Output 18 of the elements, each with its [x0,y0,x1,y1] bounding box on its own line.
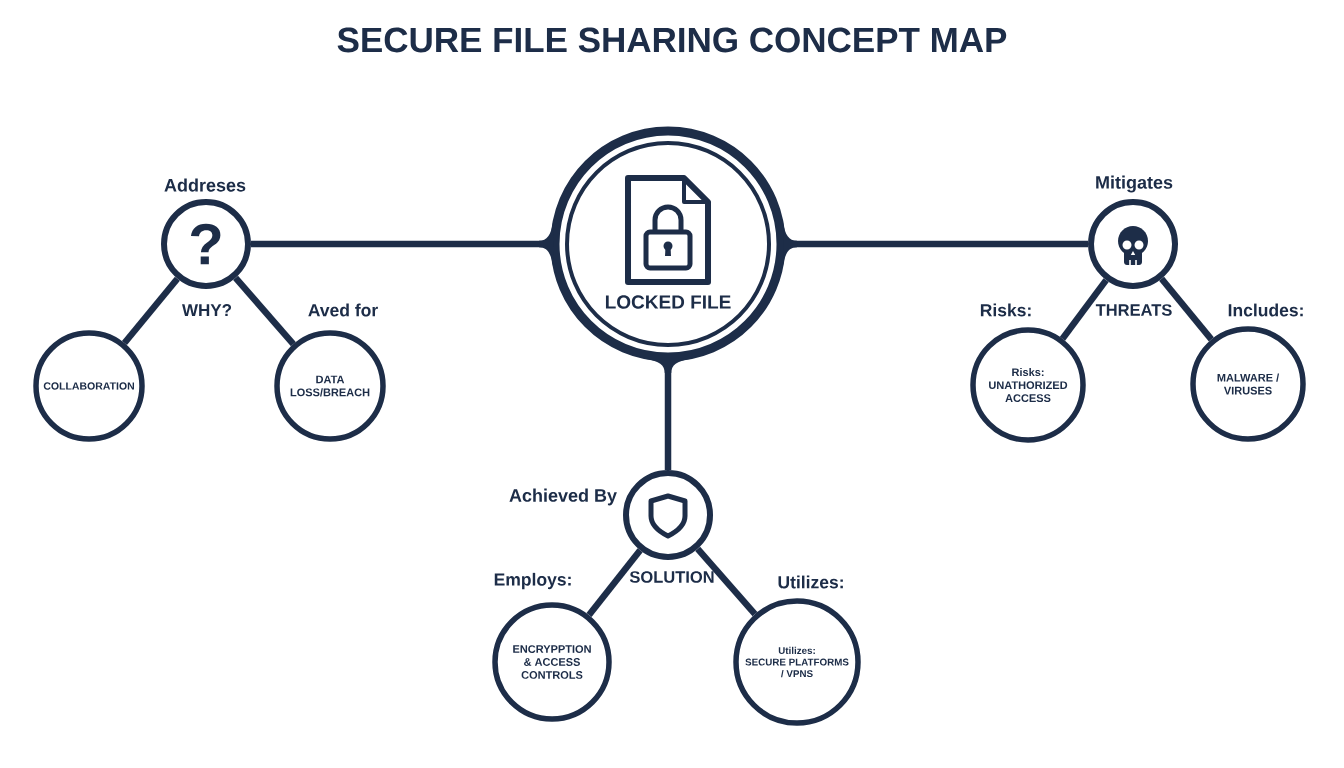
title: SECURE FILE SHARING CONCEPT MAP [337,27,1007,53]
relation-label: Addreses [164,178,246,192]
connector-line [1059,278,1109,341]
category-label: SOLUTION [629,571,714,583]
edge-label: Risks: [977,301,1035,319]
edge-label: Aved for [305,301,381,319]
category-label: THREATS [1095,304,1172,316]
connector-line [586,548,643,618]
connector-line [1159,276,1214,342]
edge-label: Utilizes: [775,573,847,591]
connector-line [121,276,180,346]
category-label: WHY? [182,304,232,316]
relation-label: Achieved By [509,488,617,506]
connector-line [233,275,296,347]
edge-label: Employs: [491,570,575,592]
connector-line [695,546,758,617]
relation-label: Mitigates [1096,175,1173,193]
edge-label: Includes: [1225,301,1307,319]
